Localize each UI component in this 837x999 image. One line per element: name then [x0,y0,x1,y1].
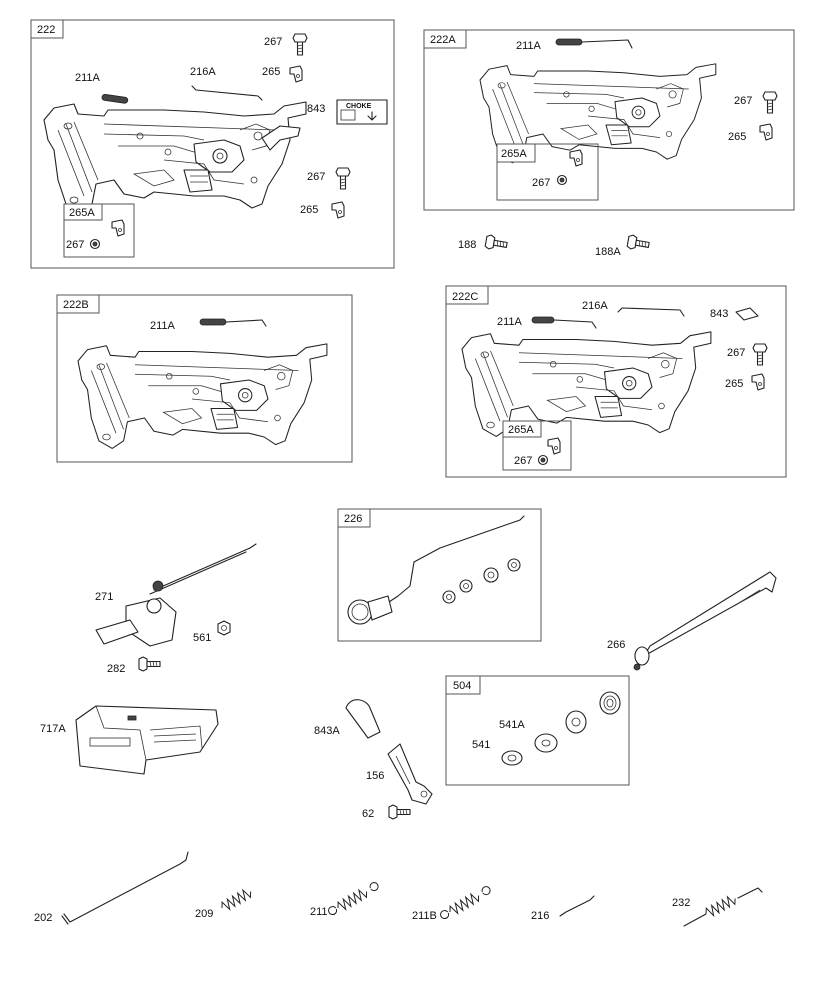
label-265b: 265 [300,204,318,216]
label-211b: 211B [412,910,437,922]
label-541a: 541A [499,719,525,731]
label-267d: 267 [734,95,752,107]
bolt-267b-icon [335,167,351,190]
link-216a-icon [191,85,263,101]
label-267b: 267 [307,171,325,183]
governor-shaft-266-icon [633,571,777,671]
label-266: 266 [607,639,625,651]
label-202: 202 [34,912,52,924]
bolt-267-icon [292,33,308,56]
spring-232-icon [683,887,763,927]
label-267g: 267 [514,455,532,467]
label-211a-c: 211A [150,320,176,332]
label-265c: 265 [728,131,746,143]
bolt-188-icon [484,233,509,253]
label-561: 561 [193,632,211,644]
label-209: 209 [195,908,213,920]
choke-decal-843-icon: CHOKE [336,99,388,125]
assembly-226: 226 [337,508,542,642]
screw-62-icon [388,804,411,820]
link-202-icon [61,851,189,925]
label-267c: 267 [66,239,84,251]
label-222c: 222C [452,291,478,303]
label-211a: 211A [75,72,101,84]
label-216: 216 [531,910,549,922]
label-188: 188 [458,239,476,251]
label-222: 222 [37,24,55,36]
label-222a: 222A [430,34,456,46]
label-265a-b: 265A [501,148,527,160]
label-211: 211 [310,906,328,918]
label-541: 541 [472,739,490,751]
assembly-504: 504 [445,675,630,786]
assembly-222c: 222C 211A 216A 843 267 265 265A 267 [445,285,787,478]
label-843: 843 [307,103,325,115]
label-211a-b: 211A [516,40,542,52]
label-271: 271 [95,591,113,603]
label-267: 267 [264,36,282,48]
bolt-188a-icon [626,233,651,253]
lever-156-icon [387,743,433,805]
label-211a-d: 211A [497,316,523,328]
label-216a-b: 216A [582,300,608,312]
assembly-222a: 222A 211A 267 265 265A 267 [423,29,795,211]
label-265a-c: 265A [508,424,534,436]
assembly-222: 222 211A 216A 267 265 CHOKE 843 267 265 … [30,19,395,269]
decal-text: CHOKE [346,103,372,110]
clip-265b-icon [331,201,345,219]
clip-265-icon [289,65,303,83]
label-226: 226 [344,513,362,525]
spring-211a-icon [531,316,555,324]
throttle-control-271-icon [95,543,257,647]
bracket-717a-icon [75,705,219,775]
label-62: 62 [362,808,374,820]
spring-211b-icon [440,886,491,920]
label-216a: 216A [190,66,216,78]
label-222b: 222B [63,299,89,311]
assembly-222b: 222B 211A [56,294,353,463]
nut-561-icon [217,620,231,636]
label-188a: 188A [595,246,621,258]
label-282: 282 [107,663,125,675]
label-265: 265 [262,66,280,78]
spring-211a-icon [199,318,227,326]
label-267e: 267 [532,177,550,189]
label-504: 504 [453,680,471,692]
label-843a: 843A [314,725,340,737]
label-232: 232 [672,897,690,909]
link-216-icon [559,895,595,917]
label-267f: 267 [727,347,745,359]
spring-211-icon [328,882,379,916]
label-156: 156 [366,770,384,782]
spring-211a-icon [555,38,583,46]
label-265a: 265A [69,207,95,219]
spring-209-icon [219,886,254,913]
label-717a: 717A [40,723,66,735]
bolt-282-icon [138,656,161,672]
label-265d: 265 [725,378,743,390]
spring-211a-icon [101,94,129,104]
tab-843a-icon [345,699,381,739]
label-843-b: 843 [710,308,728,320]
